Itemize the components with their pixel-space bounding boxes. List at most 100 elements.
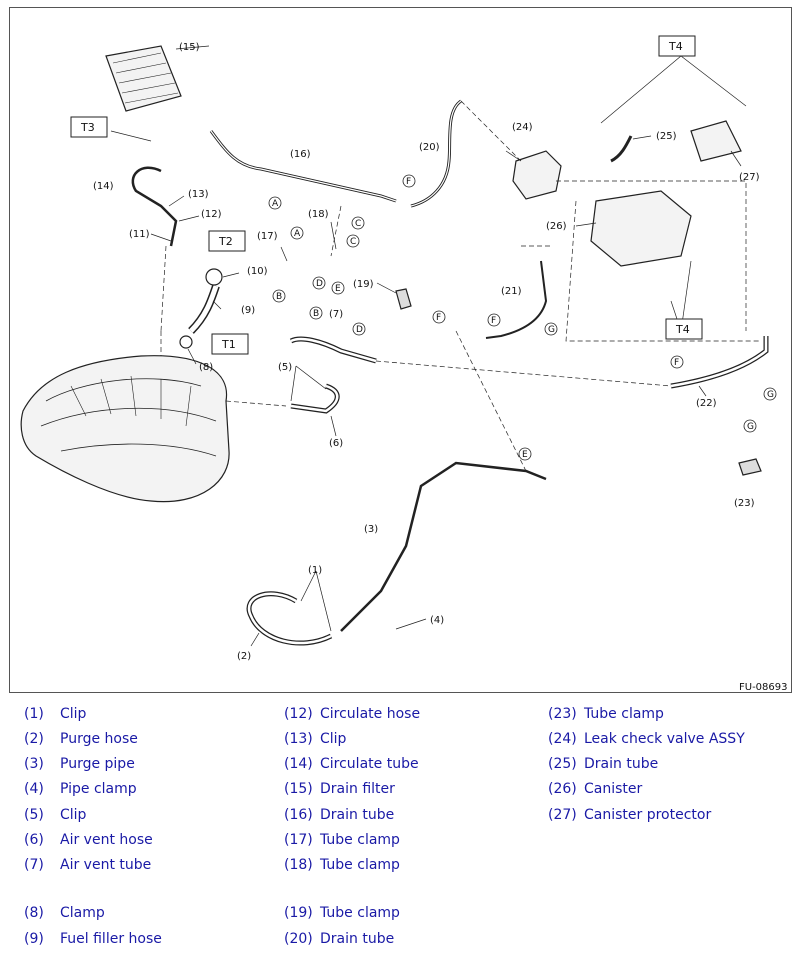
- svg-text:D: D: [316, 279, 323, 289]
- diagram-code: FU-08693: [739, 682, 788, 693]
- ref-g-1: G: [544, 322, 558, 336]
- svg-text:T1: T1: [221, 338, 236, 351]
- ref-b-2: B: [309, 306, 323, 320]
- legend-item: (18)Tube clamp: [284, 857, 400, 873]
- torque-box-t4-bottom: T4: [665, 318, 703, 340]
- legend-item: (15)Drain filter: [284, 781, 395, 797]
- svg-text:C: C: [350, 237, 356, 247]
- part-label-27: (27): [739, 172, 760, 183]
- part-label-22: (22): [696, 398, 717, 409]
- ref-c-2: C: [346, 234, 360, 248]
- part-label-14: (14): [93, 181, 114, 192]
- legend-item: (14)Circulate tube: [284, 756, 419, 772]
- legend-item: (1)Clip: [24, 706, 87, 722]
- part-label-4: (4): [430, 615, 444, 626]
- part-label-10: (10): [247, 266, 268, 277]
- canister-protector: [690, 120, 742, 162]
- evap-system-diagram: (15) (16) (14) (13) (12) (11) (10) (9) (…: [20, 35, 788, 693]
- svg-text:F: F: [436, 313, 441, 323]
- ref-a-1: A: [268, 196, 282, 210]
- legend-item: (25)Drain tube: [548, 756, 659, 772]
- svg-text:F: F: [491, 316, 496, 326]
- ref-d-1: D: [312, 276, 326, 290]
- part-label-11: (11): [129, 229, 150, 240]
- ref-g-3: G: [743, 419, 757, 433]
- part-label-6: (6): [329, 438, 343, 449]
- svg-text:G: G: [548, 325, 555, 335]
- drain-tube-20: [410, 99, 462, 208]
- ref-f-1: F: [402, 174, 416, 188]
- part-labels: (15) (16) (14) (13) (12) (11) (10) (9) (…: [93, 42, 760, 662]
- svg-text:B: B: [313, 309, 319, 319]
- legend-item: (27)Canister protector: [548, 807, 712, 823]
- legend-item: (13)Clip: [284, 731, 347, 747]
- torque-box-t4-top: T4: [658, 35, 696, 57]
- circulate-tube: [131, 166, 178, 247]
- legend-item: (16)Drain tube: [284, 807, 395, 823]
- ref-d-2: D: [352, 322, 366, 336]
- leak-check-valve: [512, 150, 562, 200]
- svg-text:G: G: [767, 390, 774, 400]
- ref-f-4: F: [670, 355, 684, 369]
- part-label-24: (24): [512, 122, 533, 133]
- fuel-tank: [20, 355, 230, 503]
- part-label-17: (17): [257, 231, 278, 242]
- svg-text:T4: T4: [675, 323, 690, 336]
- part-label-7: (7): [329, 309, 343, 320]
- part-label-26: (26): [546, 221, 567, 232]
- svg-text:E: E: [522, 450, 528, 460]
- drain-tube-16: [209, 130, 397, 203]
- tube-21: [485, 260, 548, 339]
- part-label-15: (15): [179, 42, 200, 53]
- torque-labels: T3 T2 T1 T4 T4: [70, 35, 703, 355]
- legend-item: (24)Leak check valve ASSY: [548, 731, 745, 747]
- ref-letters: A A B B C C D D E E F F F F G G G: [268, 174, 777, 461]
- part-label-1: (1): [308, 565, 322, 576]
- clamp-8: [179, 335, 193, 349]
- canister: [590, 190, 692, 267]
- legend-item: (19)Tube clamp: [284, 905, 400, 921]
- svg-text:B: B: [276, 292, 282, 302]
- part-label-18: (18): [308, 209, 329, 220]
- part-label-20: (20): [419, 142, 440, 153]
- part-label-2: (2): [237, 651, 251, 662]
- legend-item: (2)Purge hose: [24, 731, 138, 747]
- svg-text:T4: T4: [668, 40, 683, 53]
- svg-text:F: F: [674, 358, 679, 368]
- part-label-5: (5): [278, 362, 292, 373]
- diagram-frame: (15) (16) (14) (13) (12) (11) (10) (9) (…: [9, 7, 792, 693]
- ref-e-2: E: [518, 447, 532, 461]
- svg-text:T3: T3: [80, 121, 95, 134]
- part-label-19: (19): [353, 279, 374, 290]
- legend-item: (7)Air vent tube: [24, 857, 152, 873]
- part-label-16: (16): [290, 149, 311, 160]
- ref-a-2: A: [290, 226, 304, 240]
- legend-item: (6)Air vent hose: [24, 832, 153, 848]
- part-label-25: (25): [656, 131, 677, 142]
- part-label-12: (12): [201, 209, 222, 220]
- ref-e-1: E: [331, 281, 345, 295]
- legend-item: (12)Circulate hose: [284, 706, 421, 722]
- legend-item: (23)Tube clamp: [548, 706, 664, 722]
- legend-item: (17)Tube clamp: [284, 832, 400, 848]
- tube-clamp-19: [395, 288, 412, 310]
- legend-item: (4)Pipe clamp: [24, 781, 137, 797]
- purge-hose: [246, 591, 333, 646]
- torque-box-t2: T2: [208, 230, 246, 252]
- part-label-13: (13): [188, 189, 209, 200]
- svg-text:D: D: [356, 325, 363, 335]
- svg-text:A: A: [294, 229, 301, 239]
- svg-text:C: C: [355, 219, 361, 229]
- legend-item: (20)Drain tube: [284, 931, 395, 947]
- svg-text:A: A: [272, 199, 279, 209]
- legend-item: (5)Clip: [24, 807, 87, 823]
- svg-text:T2: T2: [218, 235, 233, 248]
- ref-c-1: C: [351, 216, 365, 230]
- part-label-3: (3): [364, 524, 378, 535]
- legend-item: (8)Clamp: [24, 905, 105, 921]
- legend-item: (26)Canister: [548, 781, 643, 797]
- ref-f-3: F: [487, 313, 501, 327]
- part-label-21: (21): [501, 286, 522, 297]
- legend-item: (9)Fuel filler hose: [24, 931, 162, 947]
- purge-pipe: [340, 461, 547, 632]
